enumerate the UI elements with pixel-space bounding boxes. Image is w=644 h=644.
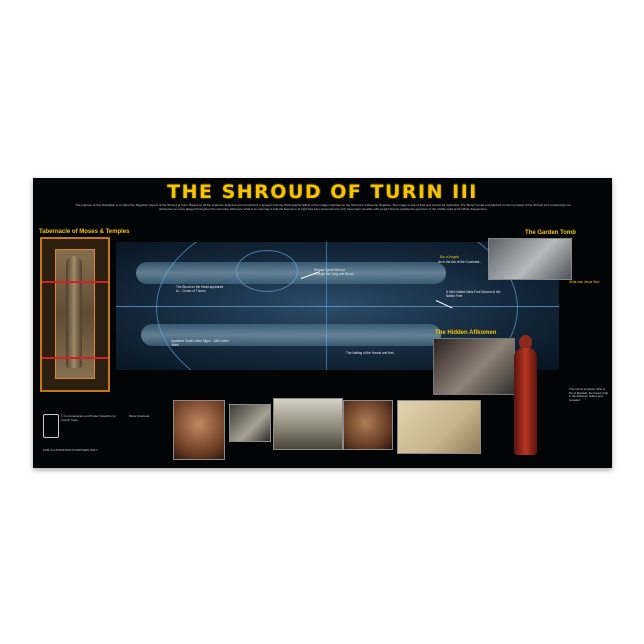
- tabernacle-figure: [66, 256, 82, 368]
- tabernacle-marker-line: [42, 357, 108, 359]
- callout-binding: The Nailing of the Hands and feet...: [346, 351, 397, 355]
- callout-blood-head: The Blood on the Head appeared to... Cro…: [176, 285, 224, 293]
- figure-body: [514, 348, 537, 455]
- copyright-text: © Commentaries and Poster Graphics by Lu…: [61, 414, 116, 422]
- poster-intro: The purpose of this illustration is to s…: [75, 203, 571, 211]
- shroud-poster: THE SHROUD OF TURIN III The purpose of t…: [33, 178, 612, 468]
- right-notes-text: The correct prophets. Who is the of Mess…: [569, 387, 609, 402]
- face-relic-photo: [173, 400, 225, 460]
- author-logo-icon: [43, 414, 59, 438]
- shroud-outline-ellipse: [156, 242, 518, 370]
- figure-head: [519, 335, 532, 350]
- music-text: Music Interlude:: [129, 414, 151, 418]
- hidden-afikomen-photo: [433, 338, 515, 395]
- bar-of-angels-label: Bar of Angels: [440, 255, 459, 259]
- tabernacle-heading: Tabernacle of Moses & Temples: [39, 229, 130, 235]
- matzah-photo: [397, 400, 481, 454]
- garden-tomb-heading: The Garden Tomb: [525, 230, 576, 236]
- tabernacle-marker-line: [42, 281, 108, 283]
- poster-title: THE SHROUD OF TURIN III: [167, 181, 478, 203]
- callout-feet: A Verb Nailed Nails Foot Wound of the Na…: [446, 290, 501, 298]
- callout-apparent-letter: Apparent Small Letter Signs - 18th Lette…: [171, 339, 229, 347]
- callout-roman-spear: Roman Spear Wound through the Lung and B…: [314, 268, 354, 276]
- tabernacle-frame: [55, 249, 95, 379]
- right-notes-heading: What was Jesus Was: [569, 280, 600, 284]
- hidden-afikomen-heading: The Hidden Afikomen: [435, 330, 497, 336]
- shroud-display-photo: [273, 398, 343, 450]
- red-robed-figure: [511, 335, 539, 455]
- tomb-interior-photo: [229, 404, 271, 442]
- shroud-negative-image: The Blood on the Head appeared to... Cro…: [116, 242, 559, 370]
- callout-ark: As in the Ark of the Covenant...: [438, 260, 482, 264]
- figure-photo: [343, 400, 393, 450]
- tabernacle-image: [40, 237, 110, 392]
- purpose-text: FOR ILLUSTRATION PURPOSES ONLY: [43, 448, 98, 452]
- garden-tomb-photo: [488, 238, 572, 280]
